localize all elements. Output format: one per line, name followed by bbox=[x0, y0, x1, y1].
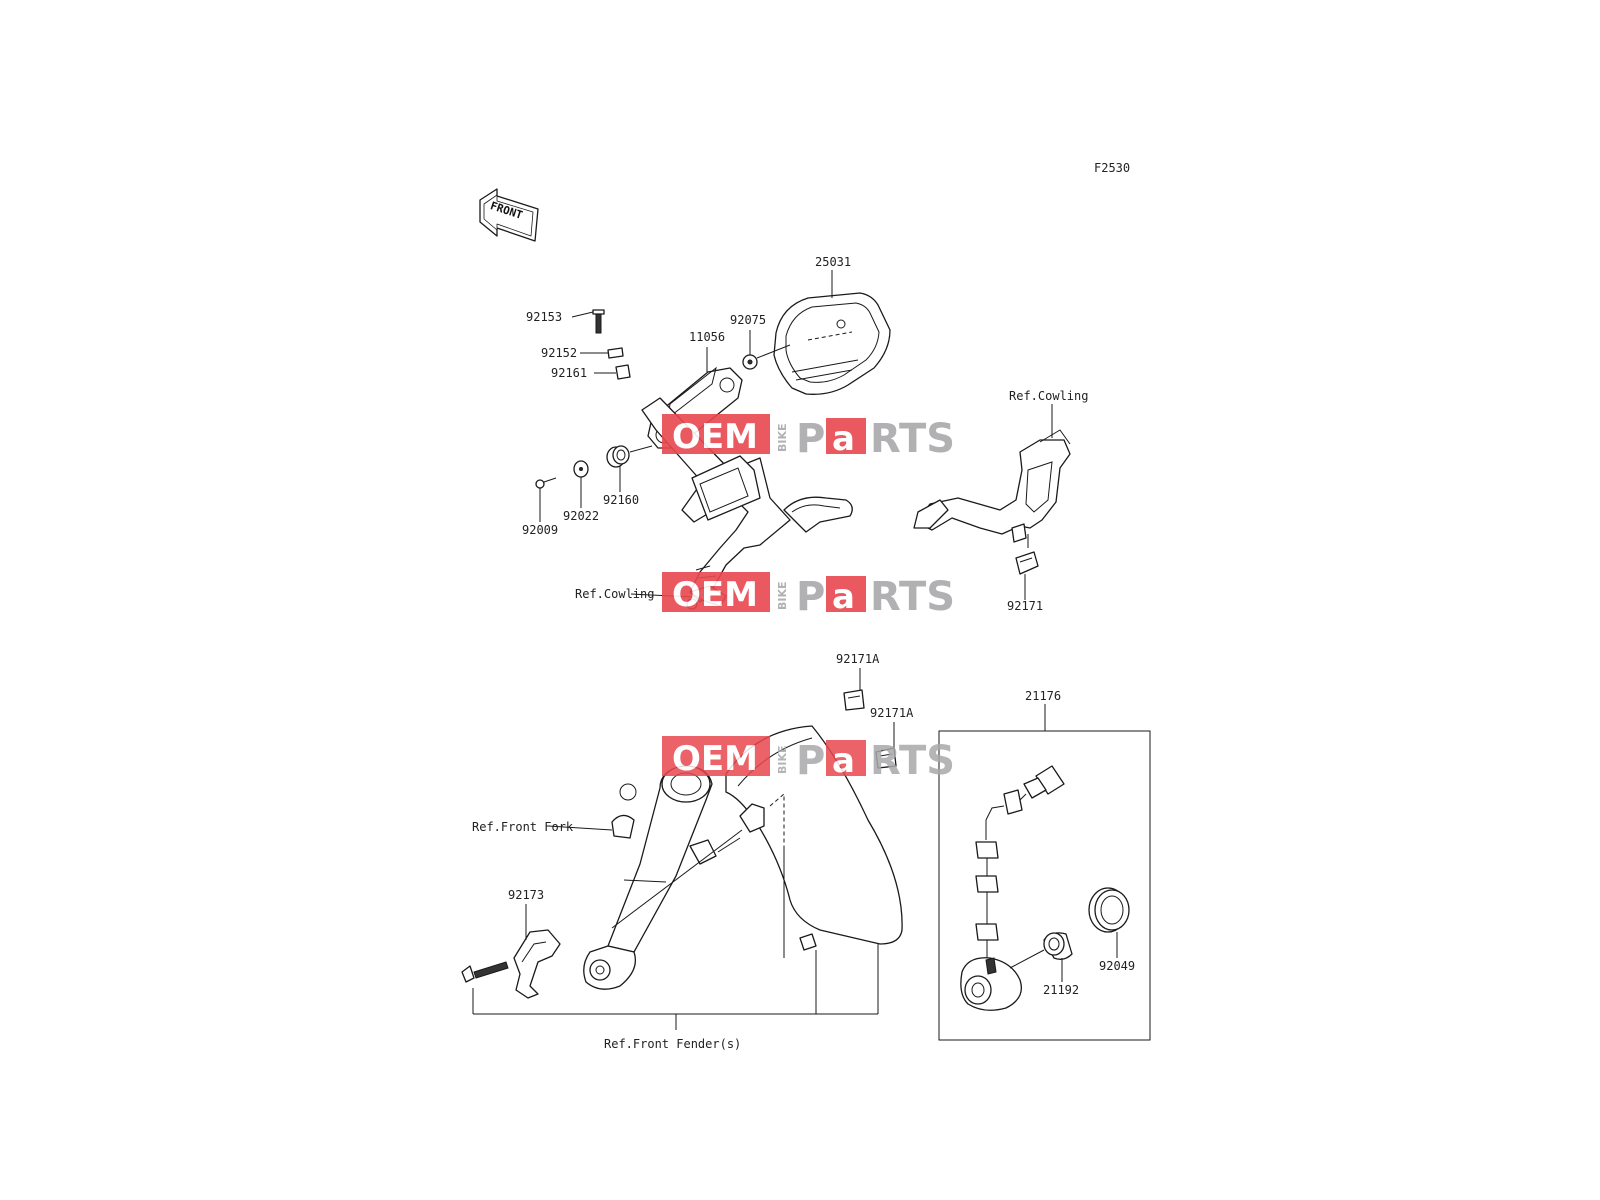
label-ref-cowling-top: Ref.Cowling bbox=[1009, 389, 1088, 403]
svg-text:OEM: OEM bbox=[672, 575, 758, 615]
label-11056: 11056 bbox=[689, 330, 725, 344]
svg-text:BIKE: BIKE bbox=[776, 423, 789, 452]
svg-text:RTS: RTS bbox=[870, 738, 955, 784]
svg-text:BIKE: BIKE bbox=[776, 745, 789, 774]
svg-text:OEM: OEM bbox=[672, 417, 758, 457]
label-92171A-1: 92171A bbox=[836, 652, 880, 666]
front-fender-part[interactable] bbox=[725, 725, 903, 958]
clip-92171A-1-part[interactable] bbox=[843, 689, 865, 711]
bolt-fender-part[interactable] bbox=[461, 961, 509, 983]
label-ref-front-fender: Ref.Front Fender(s) bbox=[604, 1037, 741, 1051]
label-92022: 92022 bbox=[563, 509, 599, 523]
svg-text:RTS: RTS bbox=[870, 416, 955, 462]
speed-sensor-part[interactable] bbox=[960, 765, 1065, 1011]
label-21192: 21192 bbox=[1043, 983, 1079, 997]
washer-92022-part[interactable] bbox=[573, 460, 589, 478]
label-92153: 92153 bbox=[526, 310, 562, 324]
front-fork-part[interactable] bbox=[583, 765, 717, 990]
label-92171: 92171 bbox=[1007, 599, 1043, 613]
cowling-bracket-part[interactable] bbox=[913, 429, 1071, 543]
label-92049: 92049 bbox=[1099, 959, 1135, 973]
label-21176: 21176 bbox=[1025, 689, 1061, 703]
grommet-92075-part[interactable] bbox=[742, 354, 758, 370]
watermark-oembikeparts-3: OEM BIKE Pa a RTS bbox=[662, 736, 955, 784]
damper-92160-part[interactable] bbox=[606, 445, 630, 468]
svg-text:OEM: OEM bbox=[672, 739, 758, 779]
bolt-92153-part[interactable] bbox=[592, 309, 605, 334]
label-92173: 92173 bbox=[508, 888, 544, 902]
rotor-21192-part[interactable] bbox=[1043, 932, 1073, 960]
label-92160: 92160 bbox=[603, 493, 639, 507]
clip-92171A-2-part[interactable] bbox=[875, 747, 897, 769]
label-ref-cowling-bottom: Ref.Cowling bbox=[575, 587, 654, 601]
label-92171A-2: 92171A bbox=[870, 706, 914, 720]
label-92152: 92152 bbox=[541, 346, 577, 360]
label-92009: 92009 bbox=[522, 523, 558, 537]
seal-92049-part[interactable] bbox=[1088, 887, 1130, 933]
label-92161: 92161 bbox=[551, 366, 587, 380]
clamp-92173-part[interactable] bbox=[513, 929, 561, 999]
svg-text:a: a bbox=[832, 741, 855, 781]
clip-92171-part[interactable] bbox=[1015, 551, 1039, 575]
label-25031: 25031 bbox=[815, 255, 851, 269]
collar-92152-part[interactable] bbox=[607, 347, 624, 359]
screw-92009-part[interactable] bbox=[535, 477, 557, 489]
svg-text:BIKE: BIKE bbox=[776, 581, 789, 610]
watermark-oembikeparts-1: OEM BIKE Pa a RTS bbox=[662, 414, 955, 462]
damper-92161-part[interactable] bbox=[615, 364, 631, 380]
meter-assembly-part[interactable] bbox=[773, 292, 891, 395]
front-arrow-icon: FRONT bbox=[479, 188, 539, 242]
svg-text:RTS: RTS bbox=[870, 574, 955, 620]
label-ref-front-fork: Ref.Front Fork bbox=[472, 820, 574, 834]
label-92075: 92075 bbox=[730, 313, 766, 327]
diagram-code: F2530 bbox=[1094, 161, 1130, 175]
svg-text:a: a bbox=[832, 577, 855, 617]
watermark-oembikeparts-2: OEM BIKE Pa a RTS bbox=[662, 572, 955, 620]
svg-text:a: a bbox=[832, 419, 855, 459]
